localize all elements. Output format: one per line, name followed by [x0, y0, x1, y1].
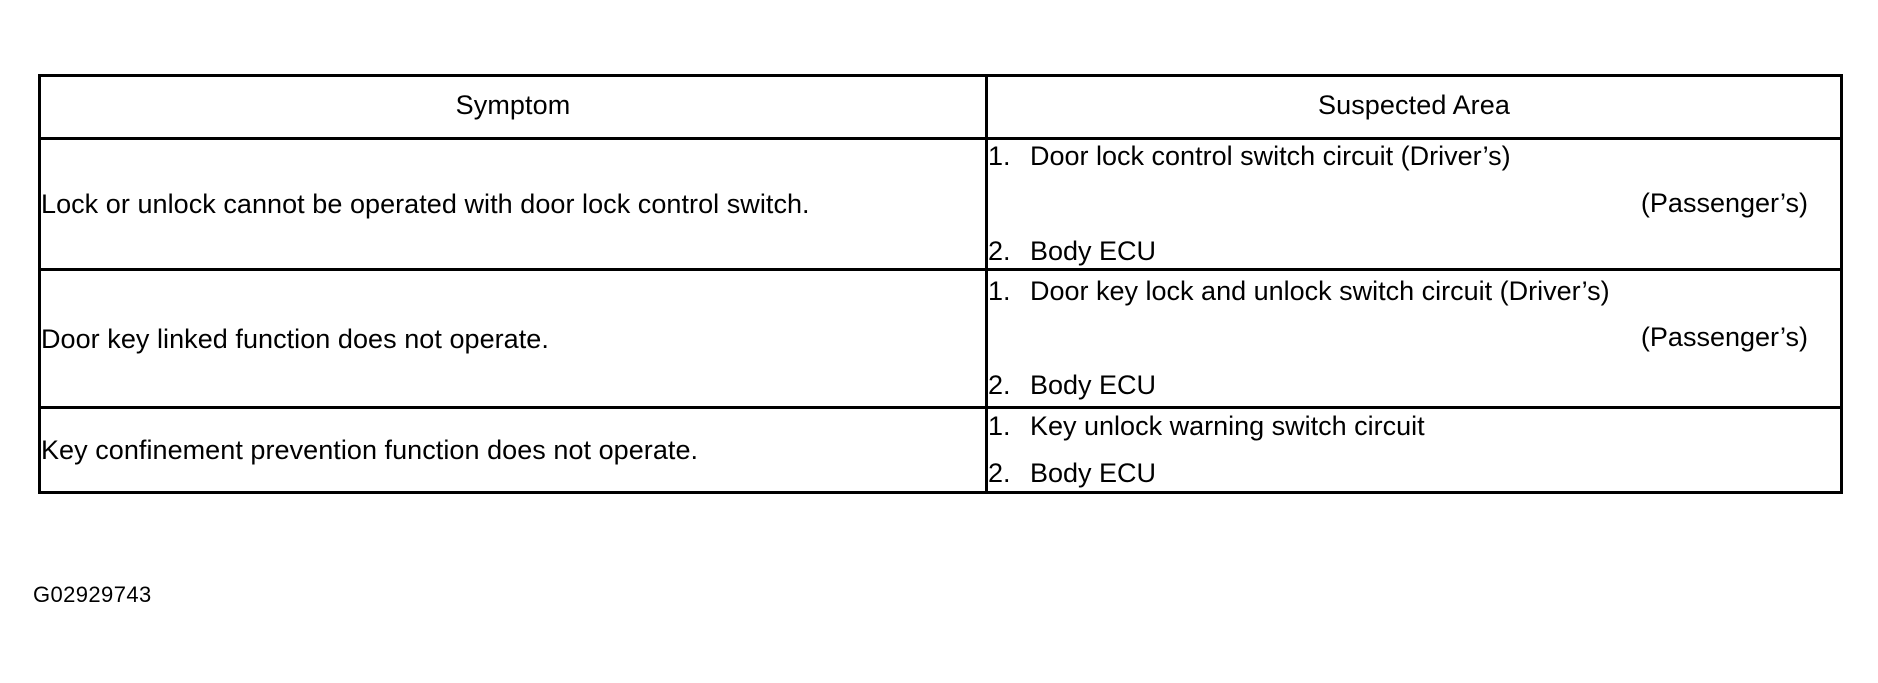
list-item-number: 2. — [988, 235, 1011, 266]
list-item-number: 1. — [988, 410, 1011, 441]
figure-code-label: G02929743 — [33, 582, 152, 607]
list-item-label: Body ECU — [1030, 370, 1157, 401]
suspected-area-list: 1. Key unlock warning switch circuit 2. … — [988, 410, 1840, 492]
list-item-label: Door key lock and unlock switch circuit … — [1030, 275, 1610, 306]
list-item: 2. Body ECU — [988, 369, 1840, 403]
list-item-sublabel: (Passenger’s) — [1640, 322, 1808, 353]
suspected-area-cell: 1. Key unlock warning switch circuit 2. … — [985, 406, 1843, 495]
list-item: 2. Body ECU — [988, 457, 1840, 491]
suspected-area-list: 1. Door key lock and unlock switch circu… — [988, 275, 1840, 403]
suspected-area-list: 1. Door lock control switch circuit (Dri… — [988, 140, 1840, 268]
suspected-area-cell: 1. Door key lock and unlock switch circu… — [985, 268, 1843, 410]
list-item-body: Door lock control switch circuit (Driver… — [1030, 140, 1840, 221]
table-row: Key confinement prevention function does… — [38, 406, 1843, 495]
column-header-suspected-area: Suspected Area — [985, 74, 1843, 140]
list-item: 1. Key unlock warning switch circuit — [988, 410, 1840, 444]
list-item-label: Body ECU — [1030, 235, 1157, 266]
table-row: Door key linked function does not operat… — [38, 268, 1843, 410]
symptom-cell: Key confinement prevention function does… — [38, 406, 988, 495]
suspected-area-cell: 1. Door lock control switch circuit (Dri… — [985, 136, 1843, 272]
list-item: 1. Door key lock and unlock switch circu… — [988, 275, 1840, 356]
list-item-body: Door key lock and unlock switch circuit … — [1030, 275, 1840, 356]
list-item-number: 2. — [988, 370, 1011, 401]
list-item-label: Door lock control switch circuit (Driver… — [1030, 141, 1511, 171]
symptom-cell: Door key linked function does not operat… — [38, 268, 988, 410]
table-row: Lock or unlock cannot be operated with d… — [38, 136, 1843, 272]
table-header: Symptom Suspected Area — [38, 74, 1843, 140]
table-body: Lock or unlock cannot be operated with d… — [38, 136, 1843, 495]
table-header-row: Symptom Suspected Area — [38, 74, 1843, 140]
list-item-label: Body ECU — [1030, 458, 1157, 489]
symptom-cell: Lock or unlock cannot be operated with d… — [38, 136, 988, 272]
list-item-number: 1. — [988, 275, 1011, 306]
list-item-number: 1. — [988, 141, 1011, 171]
column-header-symptom: Symptom — [38, 74, 988, 140]
list-item: 1. Door lock control switch circuit (Dri… — [988, 140, 1840, 221]
list-item-sublabel: (Passenger’s) — [1640, 187, 1808, 218]
symptom-suspected-area-table: Symptom Suspected Area Lock or unlock ca… — [38, 74, 1843, 495]
list-item: 2. Body ECU — [988, 235, 1840, 269]
list-item-number: 2. — [988, 458, 1011, 489]
list-item-label: Key unlock warning switch circuit — [1030, 410, 1425, 441]
